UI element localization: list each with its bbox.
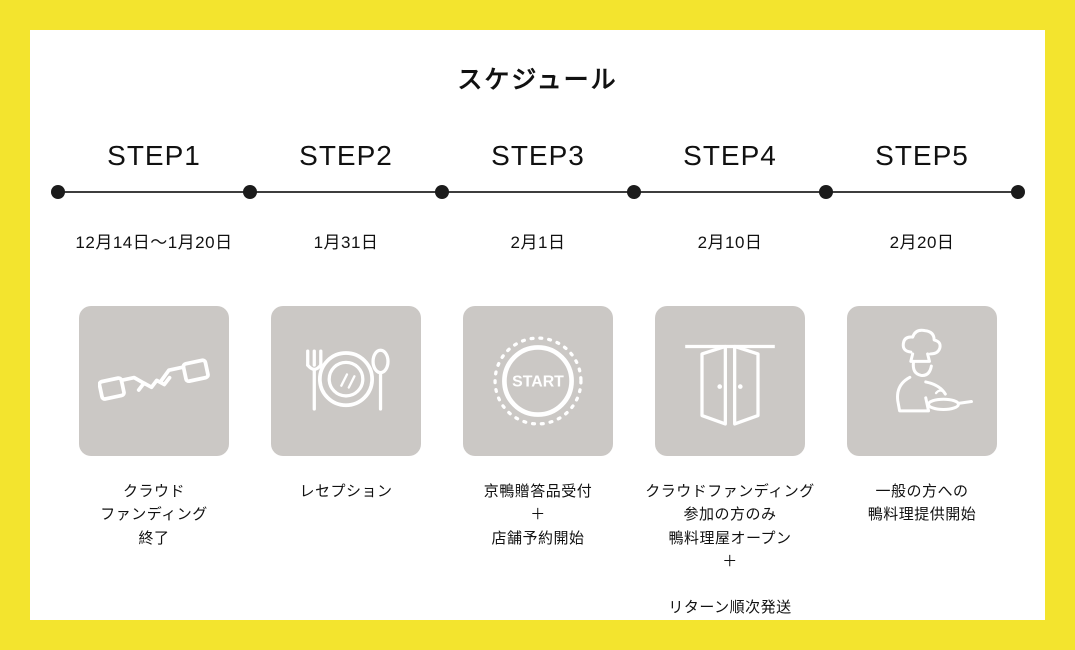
step-description-4: クラウドファンディング 参加の方のみ 鴨料理屋オープン ＋ リターン順次発送 xyxy=(645,483,815,617)
step-description-2: レセプション xyxy=(299,483,393,500)
handshake-icon xyxy=(98,358,210,401)
step-date-2: 1月31日 xyxy=(313,233,379,252)
step-label-1: STEP1 xyxy=(107,140,201,171)
start-badge-icon: START xyxy=(493,336,583,426)
timeline-dot xyxy=(819,185,833,199)
step2-icon-card xyxy=(271,306,421,456)
step3-icon-card: START xyxy=(463,306,613,456)
timeline-dot xyxy=(51,185,65,199)
timeline-dot xyxy=(435,185,449,199)
step-date-4: 2月10日 xyxy=(697,233,763,252)
dates-row: 12月14日〜1月20日 1月31日 2月1日 2月10日 2月20日 xyxy=(58,228,1018,253)
step-column-4: クラウドファンディング 参加の方のみ 鴨料理屋オープン ＋ リターン順次発送 xyxy=(634,306,826,620)
step-label-4: STEP4 xyxy=(683,140,777,171)
step-date-5: 2月20日 xyxy=(889,233,955,252)
step-column-2: レセプション xyxy=(250,306,442,503)
step-column-3: START 京鴨贈答品受付 ＋ 店舗予約開始 xyxy=(442,306,634,550)
schedule-poster: スケジュール STEP1 STEP2 STEP3 STEP4 STEP5 12月… xyxy=(30,30,1045,620)
step-description-5: 一般の方への 鴨料理提供開始 xyxy=(867,483,977,524)
table-setting-icon xyxy=(306,348,390,411)
timeline-dot xyxy=(627,185,641,199)
step-label-5: STEP5 xyxy=(875,140,969,171)
step-labels-row: STEP1 STEP2 STEP3 STEP4 STEP5 xyxy=(58,140,1018,172)
step5-icon-card xyxy=(847,306,997,456)
step-label-3: STEP3 xyxy=(491,140,585,171)
step-date-1: 12月14日〜1月20日 xyxy=(75,233,233,252)
step-description-1: クラウド ファンディング 終了 xyxy=(100,483,208,547)
cards-row: クラウド ファンディング 終了 xyxy=(58,306,1018,620)
step-column-1: クラウド ファンディング 終了 xyxy=(58,306,250,550)
step4-icon-card xyxy=(655,306,805,456)
page-title: スケジュール xyxy=(457,66,618,94)
step-label-2: STEP2 xyxy=(299,140,393,171)
timeline-dot xyxy=(1011,185,1025,199)
step1-icon-card xyxy=(79,306,229,456)
step-column-5: 一般の方への 鴨料理提供開始 xyxy=(826,306,1018,527)
start-badge-text: START xyxy=(512,374,564,391)
open-doors-icon xyxy=(685,344,775,426)
chef-cooking-icon xyxy=(896,328,973,413)
timeline-dot xyxy=(243,185,257,199)
step-description-3: 京鴨贈答品受付 ＋ 店舗予約開始 xyxy=(483,483,593,547)
timeline-line xyxy=(58,191,1018,193)
step-date-3: 2月1日 xyxy=(510,233,566,252)
